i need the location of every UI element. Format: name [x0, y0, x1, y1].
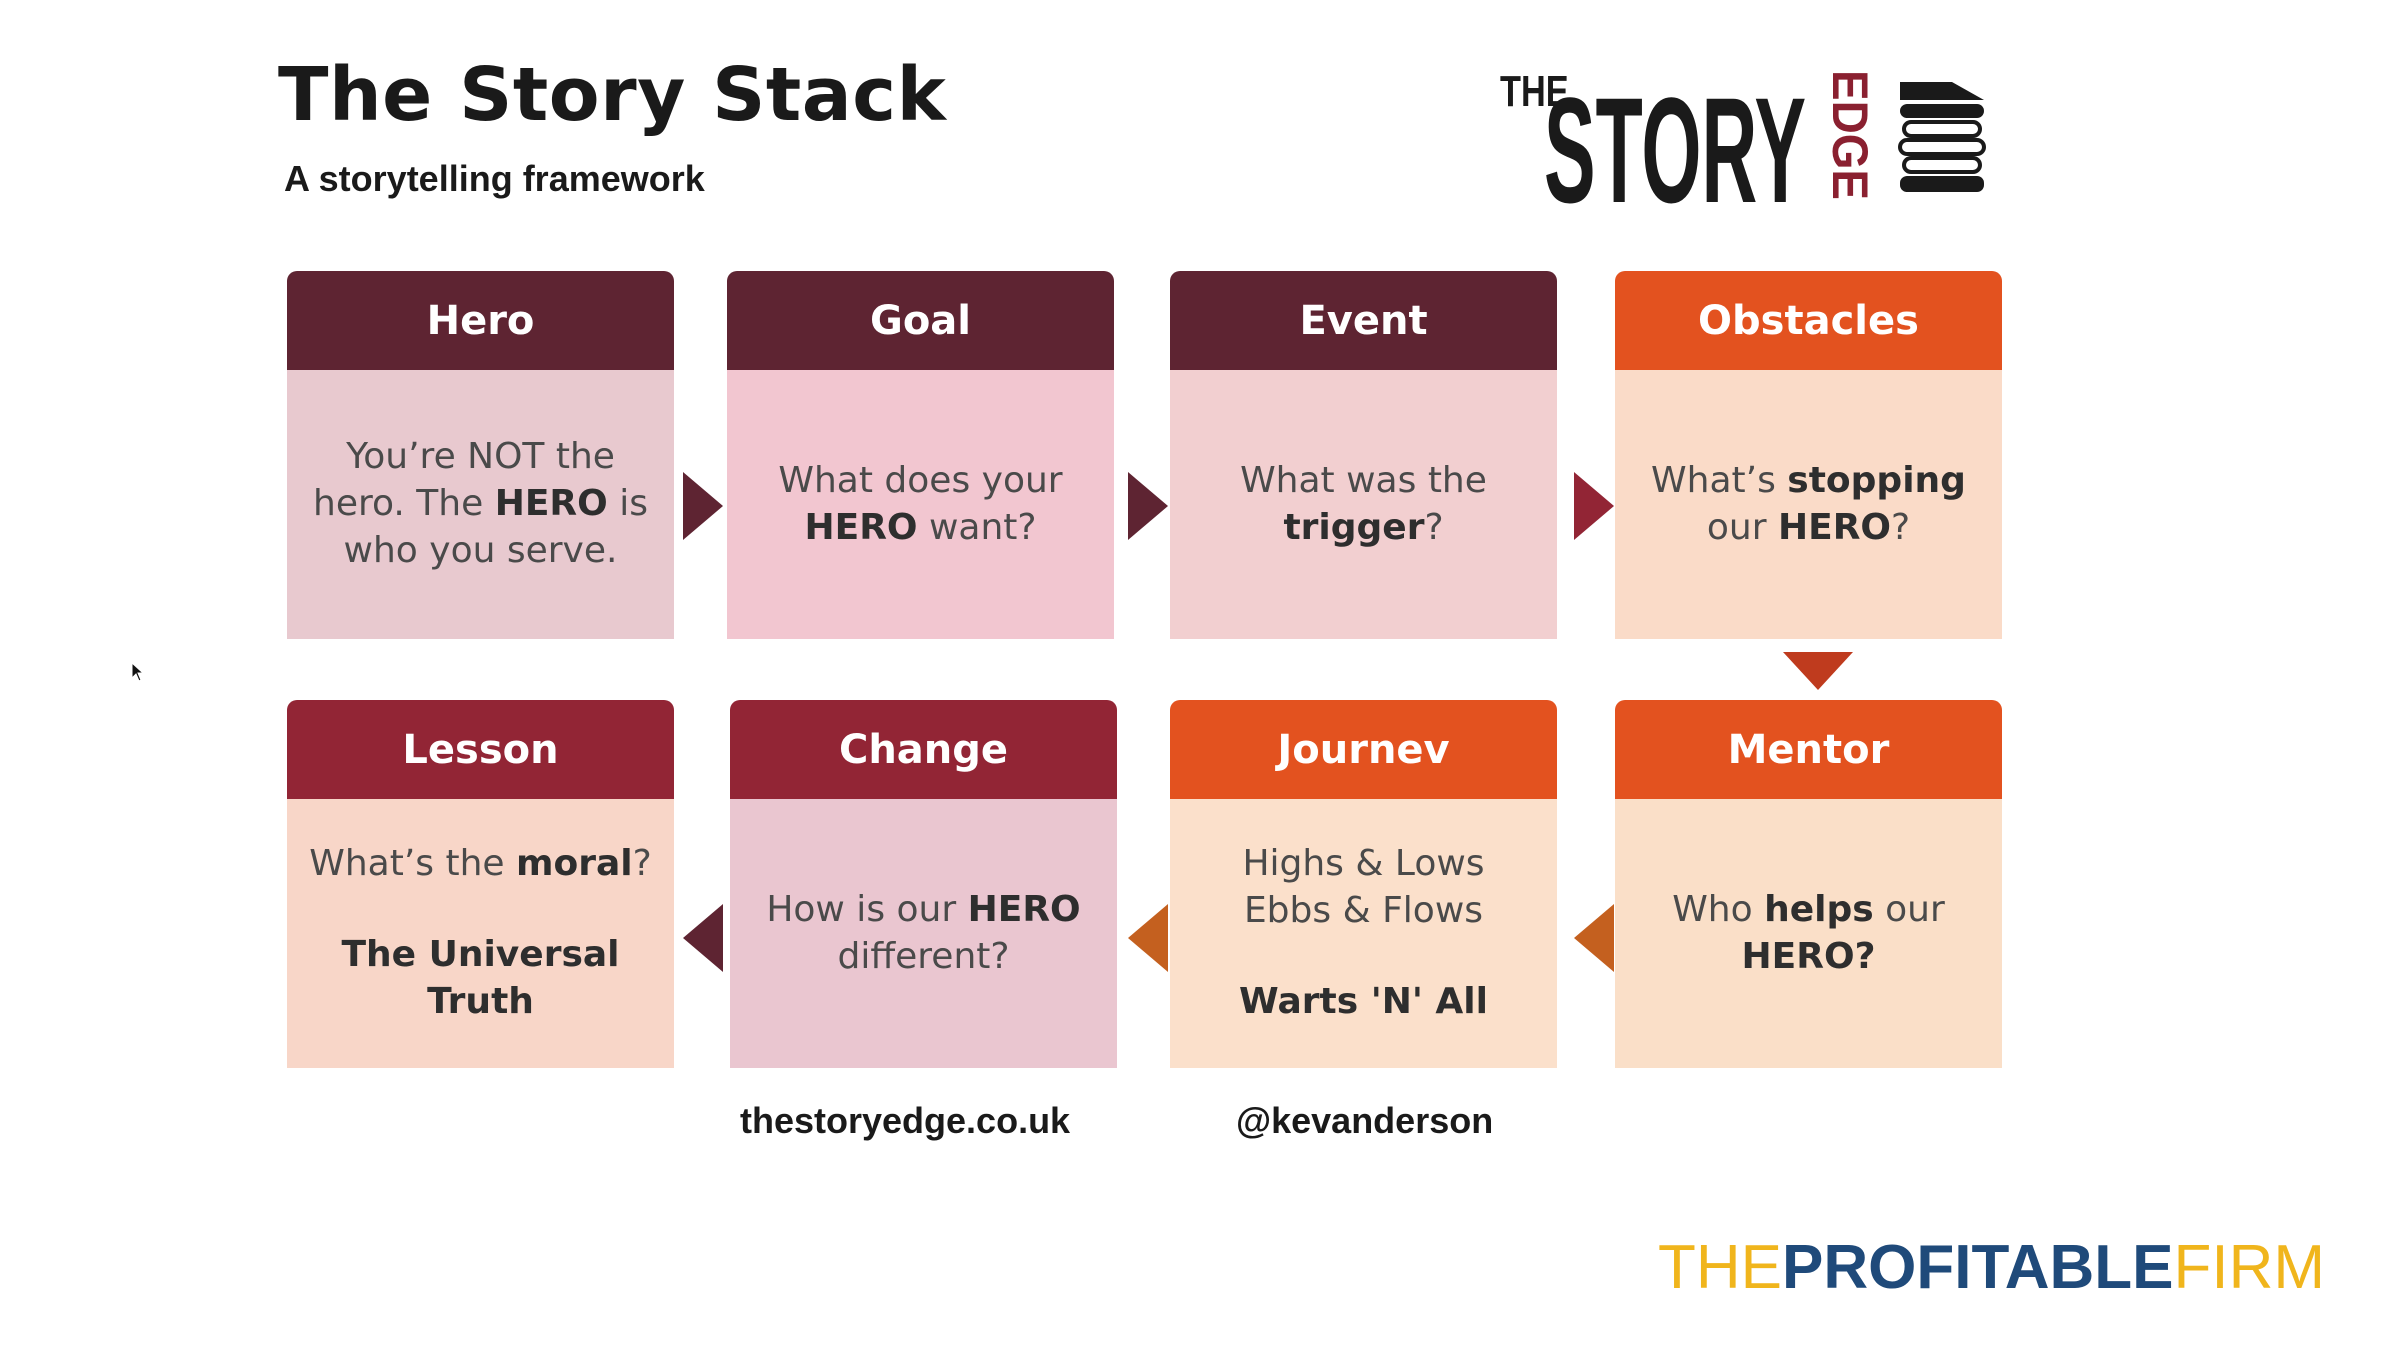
- arrow-left-icon: [683, 904, 723, 972]
- website-link[interactable]: thestoryedge.co.uk: [740, 1100, 1071, 1141]
- emphasis-text: HERO: [494, 483, 608, 525]
- body-text: How is our: [766, 888, 968, 930]
- card-line: Truth: [427, 979, 534, 1026]
- body-text: ?: [1424, 506, 1444, 548]
- mouse-cursor-icon: [131, 662, 145, 682]
- card-title: Journev: [1170, 700, 1557, 799]
- card-line: our HERO?: [1707, 505, 1910, 552]
- body-text: What’s the: [309, 843, 516, 885]
- body-text: Highs & Lows: [1242, 843, 1485, 885]
- card-line: who you serve.: [344, 528, 618, 575]
- card-title: Mentor: [1615, 700, 2002, 799]
- body-text: is: [607, 483, 648, 525]
- logo-the: THE: [1500, 67, 1569, 116]
- emphasis-text: moral: [516, 843, 633, 885]
- emphasis-text: The Universal: [341, 934, 620, 976]
- arrow-left-icon: [1128, 904, 1168, 972]
- card-line: What was the: [1240, 458, 1487, 505]
- card-title: Change: [730, 700, 1117, 799]
- body-text: You’re NOT the: [346, 436, 615, 478]
- arrow-down-icon: [1783, 652, 1853, 690]
- page-title: The Story Stack: [278, 52, 947, 138]
- card-title: Event: [1170, 271, 1557, 370]
- card-line: HERO?: [1742, 934, 1876, 981]
- logo-story: STORY: [1544, 66, 1806, 210]
- card-line: The Universal: [341, 932, 619, 979]
- emphasis-text: stopping: [1787, 459, 1966, 501]
- body-text: What’s: [1651, 459, 1788, 501]
- card-title: Goal: [727, 271, 1114, 370]
- arrow-right-icon: [1574, 472, 1614, 540]
- brand-firm: FIRM: [2173, 1233, 2326, 1302]
- page-subtitle: A storytelling framework: [284, 158, 705, 199]
- card-line: HERO want?: [804, 505, 1036, 552]
- card-title: Obstacles: [1615, 271, 2002, 370]
- card-line: What does your: [778, 458, 1062, 505]
- body-text: our: [1873, 888, 1945, 930]
- body-text: What was the: [1240, 459, 1487, 501]
- card-title: Lesson: [287, 700, 674, 799]
- brand-profitable: PROFITABLE: [1782, 1233, 2174, 1302]
- body-text: What does your: [778, 459, 1063, 501]
- body-text: want?: [917, 506, 1037, 548]
- emphasis-text: helps: [1764, 888, 1874, 930]
- emphasis-text: trigger: [1283, 506, 1425, 548]
- twitter-handle[interactable]: @kevanderson: [1236, 1100, 1494, 1141]
- emphasis-text: Warts 'N' All: [1239, 980, 1488, 1022]
- brand-the: THE: [1658, 1233, 1782, 1302]
- card-line: What’s the moral?: [309, 841, 652, 888]
- body-text: who you serve.: [343, 529, 618, 571]
- arrow-right-icon: [683, 472, 723, 540]
- card-line: You’re NOT the: [346, 434, 615, 481]
- card-line: Who helps our: [1672, 887, 1945, 934]
- emphasis-text: HERO: [804, 506, 918, 548]
- card-line: What’s stopping: [1651, 458, 1966, 505]
- card-line: Warts 'N' All: [1239, 979, 1488, 1026]
- logo-edge: EDGE: [1822, 70, 1878, 200]
- card-title: Hero: [287, 271, 674, 370]
- emphasis-text: HERO: [1777, 506, 1892, 548]
- emphasis-text: Truth: [427, 980, 534, 1022]
- card-line: Highs & Lows: [1242, 841, 1484, 888]
- body-text: hero. The: [313, 483, 495, 525]
- body-text: Ebbs & Flows: [1243, 890, 1484, 932]
- emphasis-text: HERO?: [1741, 935, 1876, 977]
- arrow-left-icon: [1574, 904, 1614, 972]
- body-text: Who: [1672, 888, 1765, 930]
- body-text: ?: [632, 843, 652, 885]
- card-line: different?: [837, 934, 1009, 981]
- body-text: different?: [837, 935, 1010, 977]
- card-line: hero. The HERO is: [313, 481, 648, 528]
- card-line: How is our HERO: [766, 887, 1080, 934]
- body-text: ?: [1891, 506, 1911, 548]
- arrow-right-icon: [1128, 472, 1168, 540]
- card-line: Ebbs & Flows: [1244, 888, 1483, 935]
- story-edge-logo: THE STORY EDGE: [1500, 66, 1986, 210]
- emphasis-text: HERO: [967, 888, 1081, 930]
- book-stack-icon: [1898, 82, 1986, 192]
- card-line: trigger?: [1283, 505, 1443, 552]
- body-text: our: [1706, 506, 1778, 548]
- profitable-firm-logo: THEPROFITABLEFIRM: [1658, 1232, 2325, 1303]
